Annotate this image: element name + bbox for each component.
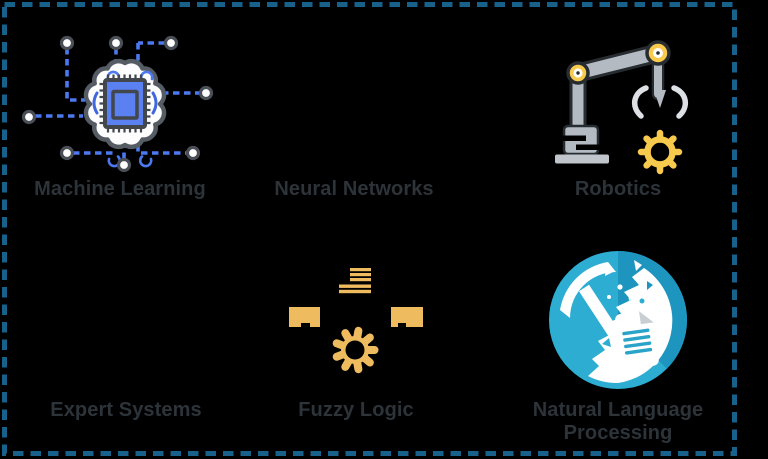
expert-systems-icon-area [50,270,200,390]
document-icon [615,311,659,370]
arm-upper [571,46,665,80]
label-fuzzy-logic: Fuzzy Logic [298,399,414,421]
chip-pins [99,74,151,133]
claw-hooks [632,85,688,119]
circuit-nodes [21,35,214,173]
label-neural-networks: Neural Networks [274,178,434,200]
label-machine-learning: Machine Learning [34,178,206,200]
joint-left [566,61,590,85]
machine-learning-icon [21,35,214,173]
circuit-trace [65,48,85,102]
claw-wedge [654,90,666,108]
side-tabs [289,307,423,328]
label-natural-language-processing: Natural Language Processing [532,399,704,444]
nlp-icon [549,251,688,389]
chip-core [111,89,139,120]
label-robotics: Robotics [574,178,662,200]
pickaxe-blade [560,262,616,318]
base-plate [555,154,609,164]
neural-networks-icon-area [280,40,430,170]
fuzzy-logic-icon [289,268,423,374]
gear-icon [332,326,379,374]
robotics-icon [555,40,688,175]
gear-icon [637,129,683,175]
stacked-bars [339,268,371,294]
label-expert-systems: Expert Systems [50,399,202,421]
joint-right [645,40,671,66]
